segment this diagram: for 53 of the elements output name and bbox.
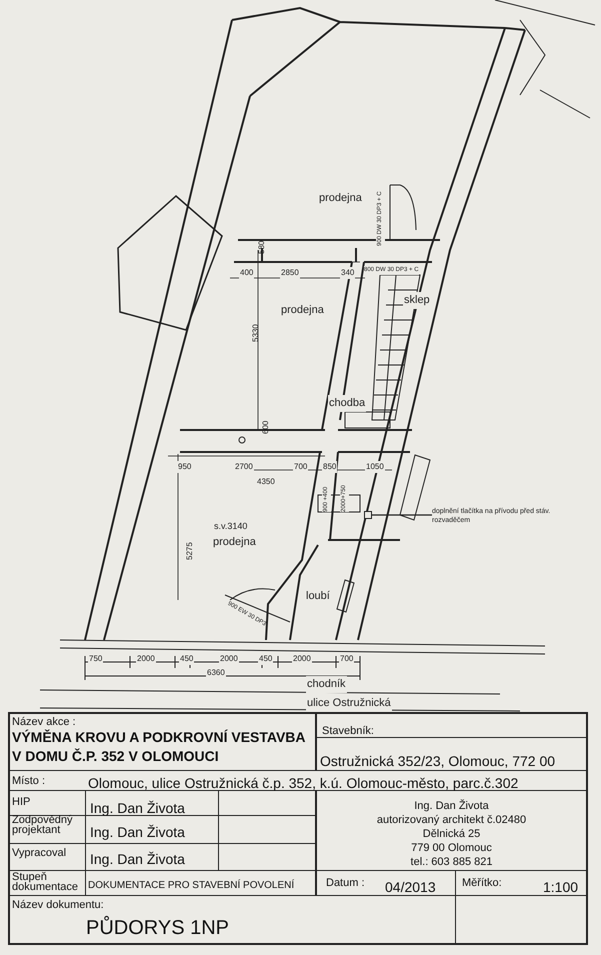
title-block-text: 779 00 Olomouc <box>410 841 493 856</box>
title-block-text: Zodpovědný projektant <box>12 815 74 835</box>
dimension-text: 2000 <box>219 653 239 665</box>
title-block-text: DOKUMENTACE PRO STAVEBNÍ POVOLENÍ <box>88 878 294 893</box>
dimension-text: 2000 <box>292 653 312 665</box>
leader-line <box>372 514 432 516</box>
room-label: chodba <box>328 395 366 412</box>
dimension-text: 950 <box>177 461 192 473</box>
dimension-text: 2700 <box>234 461 254 473</box>
dimension-text: 1050 <box>365 461 385 473</box>
title-block-text: Ing. Dan Života <box>90 850 185 869</box>
document-title: PŮDORYS 1NP <box>86 914 230 941</box>
title-block-text: Ing. Dan Života <box>90 799 185 818</box>
title-block-text: 1:100 <box>543 878 578 897</box>
room-label: ulice Ostružnická <box>306 695 392 712</box>
title-block-text: Místo : <box>12 774 46 789</box>
dimension-text: 2850 <box>280 267 300 279</box>
title-block-text: Název dokumentu: <box>12 898 104 913</box>
dimension-text: 5330 <box>250 324 261 342</box>
dimension-text: 2000 <box>136 653 156 665</box>
level-text: s.v.3140 <box>214 520 248 533</box>
room-label: prodejna <box>212 534 257 550</box>
dimension-text: 400 <box>239 267 254 279</box>
title-block-text: Stupeň dokumentace <box>12 872 80 892</box>
title-block-text: Stavebník: <box>322 724 374 739</box>
switch-symbol <box>364 511 372 519</box>
title-block-text: Vypracoval <box>12 846 66 861</box>
room-label: sklep <box>403 292 431 308</box>
dimension-text: 700 <box>339 653 354 665</box>
title-block-text: autorizovaný architekt č.02480 <box>376 813 528 828</box>
dimension-text: 450 <box>258 653 274 665</box>
title-block-text: Měřítko: <box>462 876 502 891</box>
dimension-text: 340 <box>340 267 356 279</box>
dimension-text: 750 <box>88 653 104 665</box>
title-block-text: Olomouc, ulice Ostružnická č.p. 352, k.ú. Olomouc-město, parc.č.302 <box>88 774 518 793</box>
title-block-text: tel.: 603 885 821 <box>410 855 494 870</box>
dimension-text: 450 <box>179 653 194 665</box>
dimension-text: 850 <box>322 461 338 473</box>
title-block-text: Název akce : <box>12 715 76 730</box>
room-label: prodejna <box>280 302 325 318</box>
title-block-text: 04/2013 <box>385 878 436 897</box>
title-block-text: Ostružnická 352/23, Olomouc, 772 00 <box>320 752 556 771</box>
title-block-text: Datum : <box>326 876 365 891</box>
title-block-text: Dělnická 25 <box>422 827 482 842</box>
dimension-text: 6360 <box>206 667 226 679</box>
dimension-text: 700 <box>293 461 308 473</box>
room-label: prodejna <box>318 190 363 206</box>
title-block-text: HIP <box>12 795 30 810</box>
title-block-text: Ing. Dan Života <box>413 798 490 814</box>
title-block-text: Ing. Dan Života <box>90 823 185 842</box>
project-title: VÝMĚNA KROVU A PODKROVNÍ VESTAVBA V DOMU Č.P. 352 V OLOMOUCI <box>12 728 306 766</box>
dimension-text: 5275 <box>184 542 195 560</box>
room-label: chodník <box>306 676 347 692</box>
